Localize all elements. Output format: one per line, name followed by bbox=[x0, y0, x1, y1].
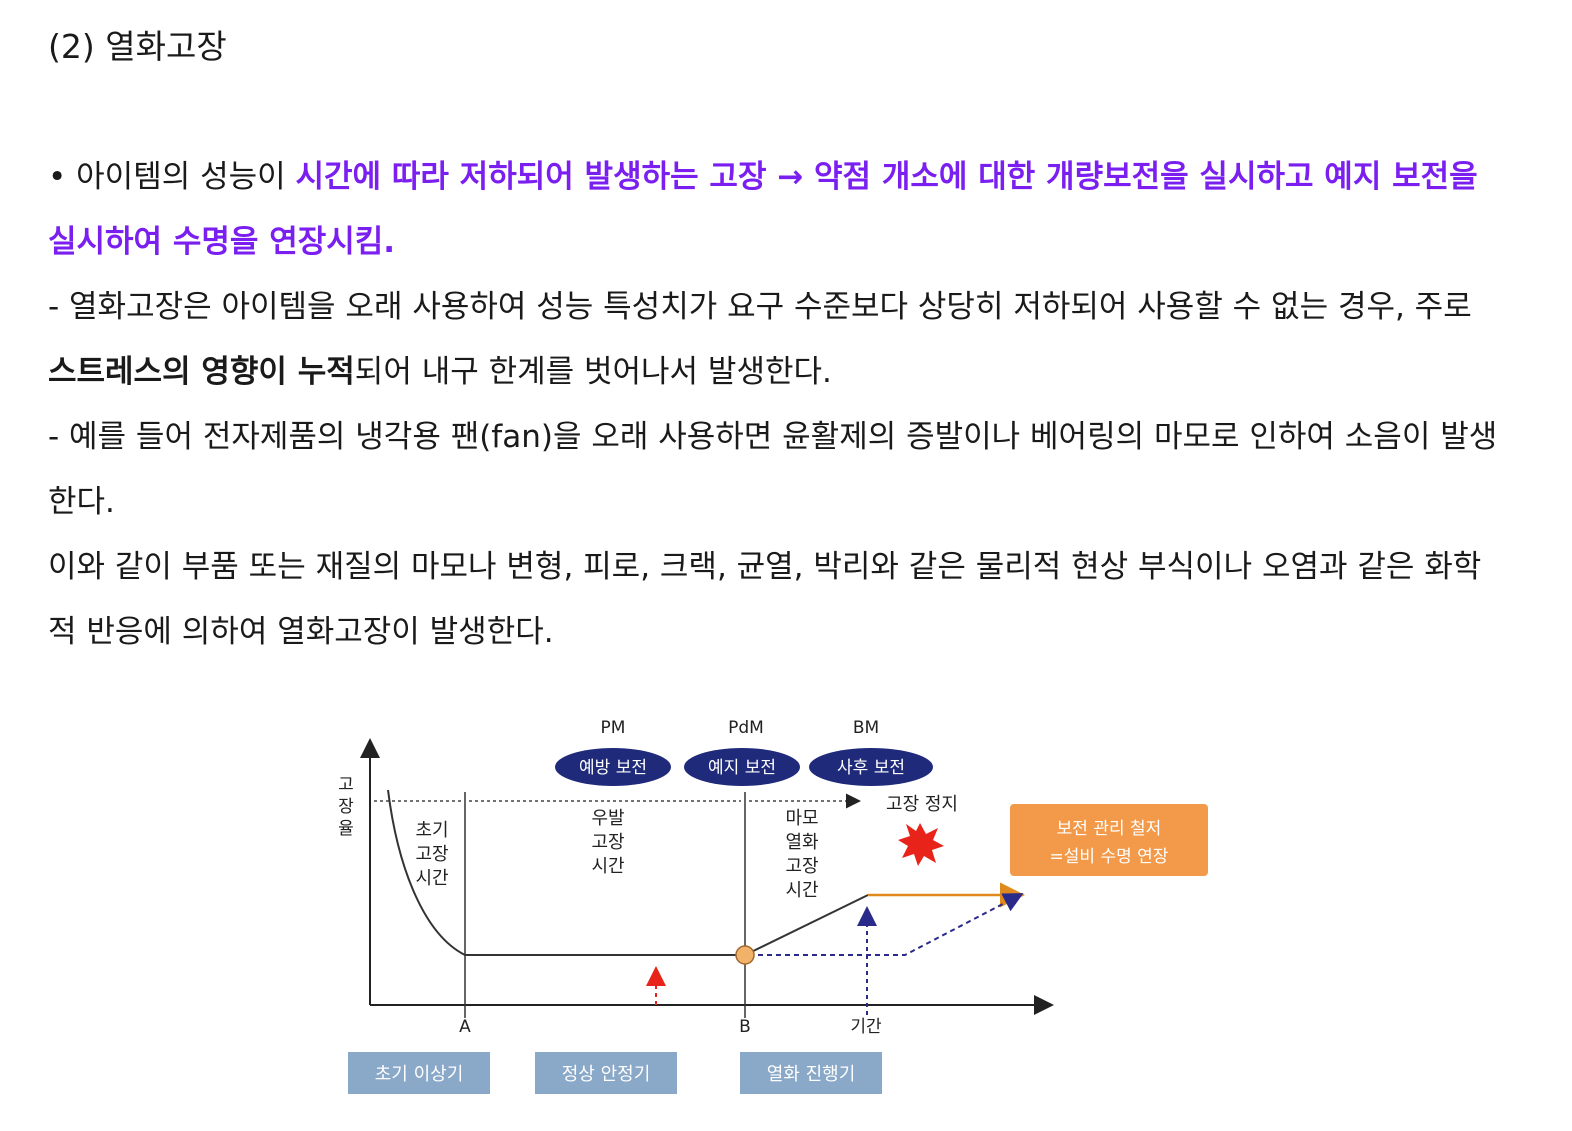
extended-life-dotted bbox=[749, 893, 1024, 956]
definition-text: 아이템의 성능이 bbox=[66, 159, 296, 195]
y-axis-label-1: 고 bbox=[338, 775, 354, 795]
early-failure-curve bbox=[387, 789, 466, 956]
region-random-2: 고장 bbox=[591, 832, 624, 853]
pill-predictive bbox=[684, 748, 800, 786]
pill-breakdown bbox=[809, 748, 933, 786]
x-label-a: A bbox=[459, 1017, 471, 1037]
y-axis-label-2: 장 bbox=[338, 797, 354, 817]
failure-burst-icon bbox=[898, 823, 944, 866]
highlight-text: 시간에 따라 저하되어 발생하는 고장 → 약점 개소에 대한 개량보전을 실시… bbox=[48, 159, 1478, 260]
label-pm: PM bbox=[601, 718, 626, 738]
phase-initial-label: 초기 이상기 bbox=[375, 1064, 464, 1085]
region-wear-3: 고장 bbox=[785, 856, 818, 877]
x-label-period: 기간 bbox=[850, 1017, 882, 1037]
failure-rate-diagram: 고 장 율 PM PdM BM 예방 보전 예지 보전 사후 보전 초기 고장 … bbox=[338, 718, 1208, 1094]
label-pdm: PdM bbox=[728, 718, 764, 738]
callout-box bbox=[1010, 804, 1208, 876]
pill-preventive-label: 예방 보전 bbox=[579, 758, 647, 778]
paragraph-summary: 이와 같이 부품 또는 재질의 마모나 변형, 피로, 크랙, 균열, 박리와 … bbox=[48, 549, 1482, 650]
explanation-after: 되어 내구 한계를 벗어나서 발생한다. bbox=[354, 354, 832, 390]
callout-line-1: 보전 관리 철저 bbox=[1057, 819, 1162, 839]
region-wear-2: 열화 bbox=[785, 832, 818, 853]
section-heading: (2) 열화고장 bbox=[48, 27, 227, 66]
pill-predictive-label: 예지 보전 bbox=[708, 758, 776, 778]
pill-breakdown-label: 사후 보전 bbox=[837, 758, 905, 778]
pill-preventive bbox=[555, 748, 671, 786]
region-early-3: 시간 bbox=[415, 868, 448, 889]
phase-stable-label: 정상 안정기 bbox=[562, 1064, 651, 1085]
phase-box-stable bbox=[535, 1052, 677, 1094]
region-wear-1: 마모 bbox=[785, 808, 818, 829]
paragraph-example: - 예를 들어 전자제품의 냉각용 팬(fan)을 오래 사용하면 윤활제의 증… bbox=[48, 419, 1498, 520]
phase-box-initial bbox=[348, 1052, 490, 1094]
label-bm: BM bbox=[853, 718, 879, 738]
wear-start-marker bbox=[735, 945, 755, 965]
phase-degradation-label: 열화 진행기 bbox=[767, 1064, 856, 1085]
y-axis-label-3: 율 bbox=[338, 819, 354, 839]
explanation-bold: 스트레스의 영향이 누적 bbox=[48, 354, 355, 390]
wear-line bbox=[744, 894, 869, 956]
region-random-3: 시간 bbox=[591, 856, 624, 877]
explanation-before: - 열화고장은 아이템을 오래 사용하여 성능 특성치가 요구 수준보다 상당히… bbox=[48, 289, 1472, 325]
bullet: • bbox=[48, 159, 67, 195]
paragraph-definition: • 아이템의 성능이 시간에 따라 저하되어 발생하는 고장 → 약점 개소에 … bbox=[48, 145, 1498, 275]
stop-label: 고장 정지 bbox=[886, 794, 958, 815]
phase-box-degradation bbox=[740, 1052, 882, 1094]
x-label-b: B bbox=[739, 1017, 751, 1037]
region-random-1: 우발 bbox=[591, 808, 624, 829]
paragraph-explanation: - 열화고장은 아이템을 오래 사용하여 성능 특성치가 요구 수준보다 상당히… bbox=[48, 275, 1498, 405]
region-early-2: 고장 bbox=[415, 844, 448, 865]
region-early-1: 초기 bbox=[415, 820, 448, 841]
callout-line-2: =설비 수명 연장 bbox=[1050, 847, 1169, 867]
region-wear-4: 시간 bbox=[785, 880, 818, 901]
